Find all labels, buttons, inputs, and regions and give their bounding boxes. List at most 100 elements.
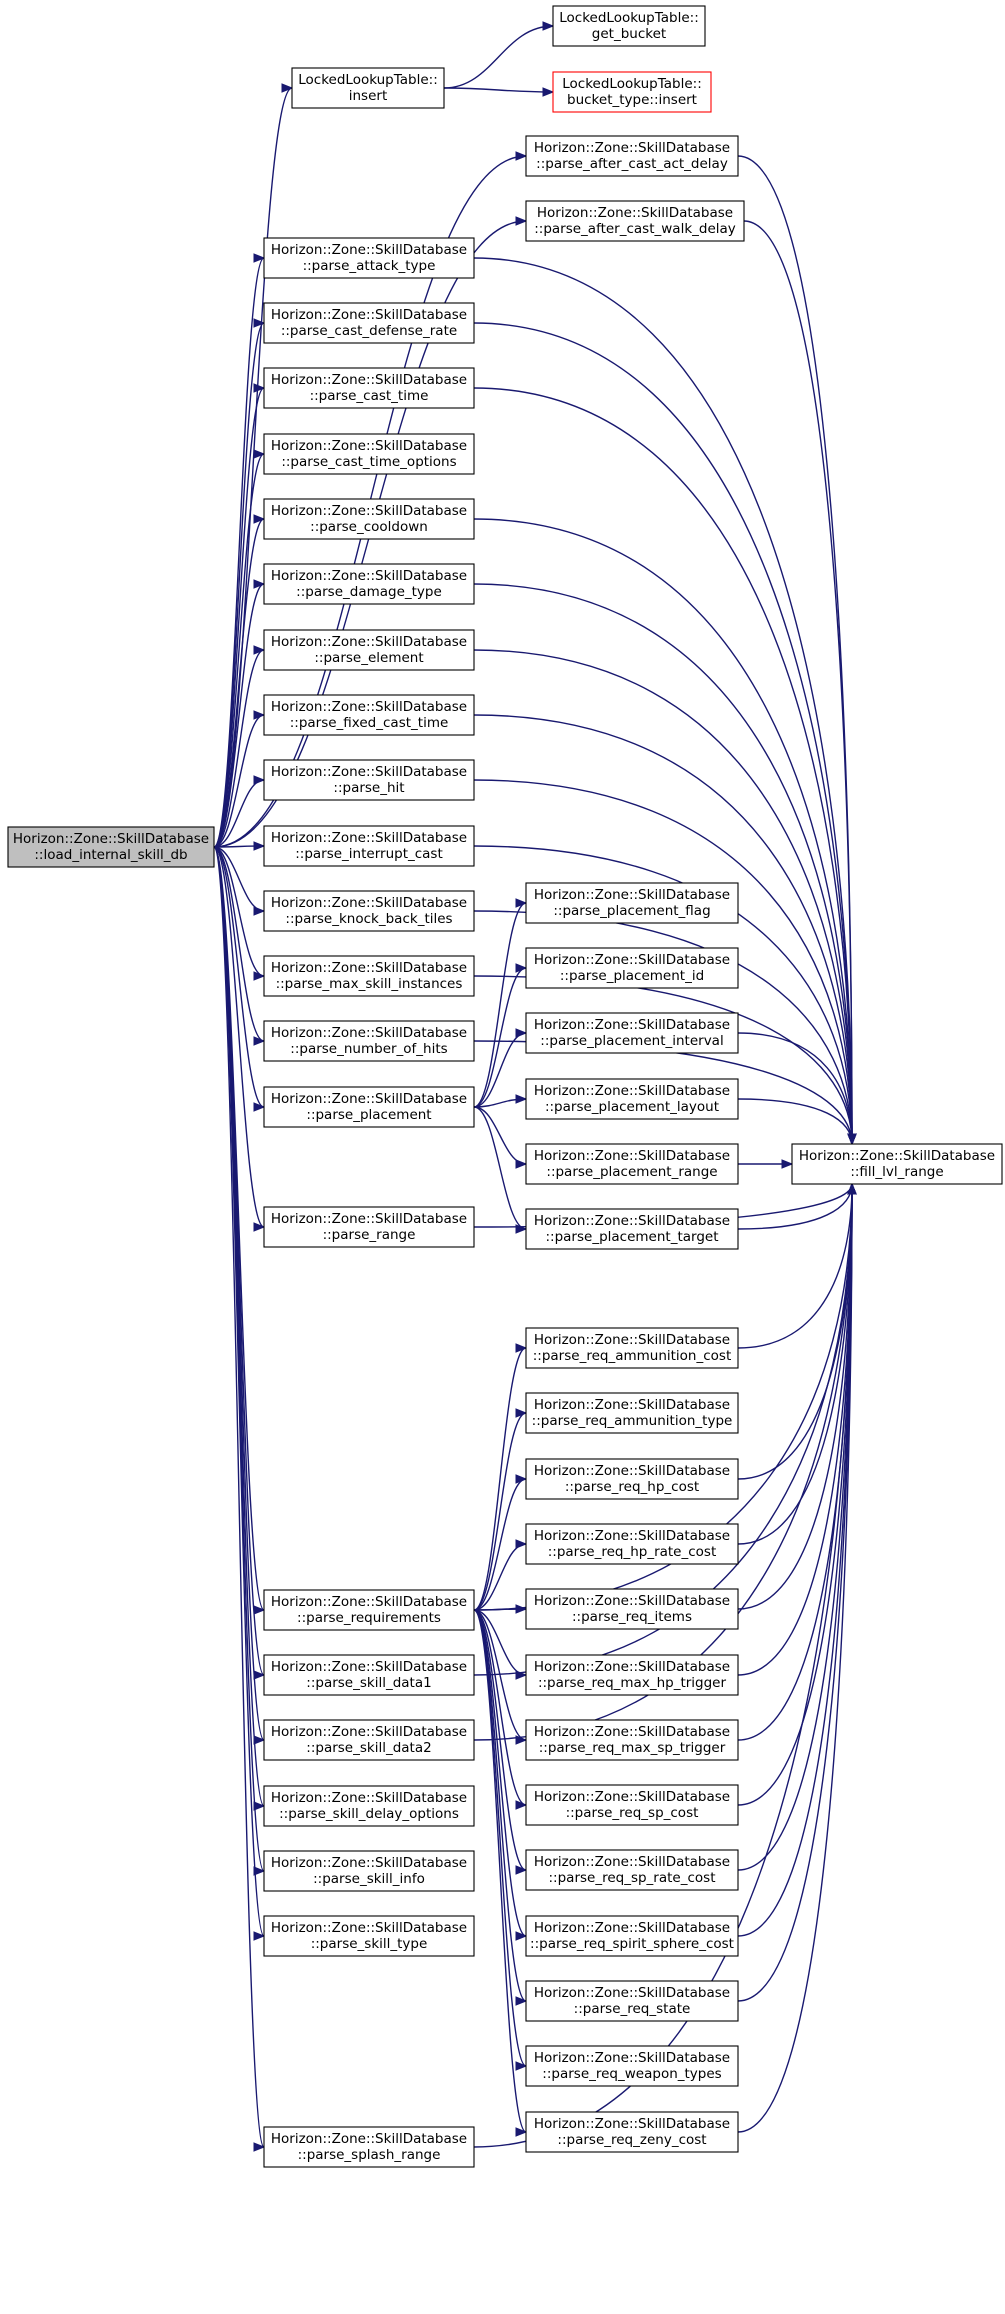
edge-root-to-cooldown (213, 514, 266, 848)
node-label-scope: Horizon::Zone::SkillDatabase (271, 2131, 467, 2147)
node-label-function: ::parse_req_max_sp_trigger (539, 1740, 726, 1756)
node-box (525, 1208, 739, 1250)
edge-llt_insert-to-llt_bucket_insert (443, 87, 555, 97)
node-attack-type[interactable]: Horizon::Zone::SkillDatabase::parse_atta… (263, 237, 475, 279)
node-label-scope: Horizon::Zone::SkillDatabase (534, 1593, 730, 1609)
edge-requirements-to-req_spirit_sphere_cost (473, 1609, 528, 1941)
node-root[interactable]: Horizon::Zone::SkillDatabase::load_inter… (7, 826, 215, 868)
node-placement[interactable]: Horizon::Zone::SkillDatabase::parse_plac… (263, 1086, 475, 1128)
node-interrupt-cast[interactable]: Horizon::Zone::SkillDatabase::parse_inte… (263, 825, 475, 867)
node-label-function: ::load_internal_skill_db (34, 847, 187, 863)
node-req-state[interactable]: Horizon::Zone::SkillDatabase::parse_req_… (525, 1980, 739, 2022)
node-llt-insert[interactable]: LockedLookupTable::insert (291, 67, 445, 109)
node-splash-range[interactable]: Horizon::Zone::SkillDatabase::parse_spla… (263, 2126, 475, 2168)
node-placement-id[interactable]: Horizon::Zone::SkillDatabase::parse_plac… (525, 947, 739, 989)
node-req-hp-cost[interactable]: Horizon::Zone::SkillDatabase::parse_req_… (525, 1458, 739, 1500)
node-req-hp-rate-cost[interactable]: Horizon::Zone::SkillDatabase::parse_req_… (525, 1523, 739, 1565)
node-after-cast-walk-delay[interactable]: Horizon::Zone::SkillDatabase::parse_afte… (525, 200, 745, 242)
node-llt-bucket-insert[interactable]: LockedLookupTable::bucket_type::insert (552, 71, 712, 113)
node-number-of-hits[interactable]: Horizon::Zone::SkillDatabase::parse_numb… (263, 1020, 475, 1062)
node-req-sp-cost[interactable]: Horizon::Zone::SkillDatabase::parse_req_… (525, 1784, 739, 1826)
edge-req_items-to-fill_lvl_range (737, 1182, 857, 1610)
node-label-function: ::parse_req_items (572, 1609, 692, 1625)
node-label-scope: Horizon::Zone::SkillDatabase (271, 1855, 467, 1871)
node-req-max-hp-trigger[interactable]: Horizon::Zone::SkillDatabase::parse_req_… (525, 1654, 739, 1696)
node-label-function: ::parse_cast_defense_rate (281, 323, 457, 339)
node-cast-time[interactable]: Horizon::Zone::SkillDatabase::parse_cast… (263, 367, 475, 409)
node-req-sp-rate-cost[interactable]: Horizon::Zone::SkillDatabase::parse_req_… (525, 1849, 739, 1891)
node-cooldown[interactable]: Horizon::Zone::SkillDatabase::parse_cool… (263, 498, 475, 540)
edge-placement_target-to-fill_lvl_range (737, 1182, 857, 1230)
node-skill-data1[interactable]: Horizon::Zone::SkillDatabase::parse_skil… (263, 1654, 475, 1696)
node-skill-data2[interactable]: Horizon::Zone::SkillDatabase::parse_skil… (263, 1719, 475, 1761)
edge-root-to-placement (213, 846, 266, 1112)
node-label-function: ::parse_knock_back_tiles (285, 911, 452, 927)
node-req-max-sp-trigger[interactable]: Horizon::Zone::SkillDatabase::parse_req_… (525, 1719, 739, 1761)
node-label-function: ::parse_placement_flag (553, 903, 710, 919)
node-box (263, 1589, 475, 1631)
node-label-scope: Horizon::Zone::SkillDatabase (534, 952, 730, 968)
node-req-weapon-types[interactable]: Horizon::Zone::SkillDatabase::parse_req_… (525, 2045, 739, 2087)
node-placement-range[interactable]: Horizon::Zone::SkillDatabase::parse_plac… (525, 1143, 739, 1185)
edge-requirements-to-req_zeny_cost (473, 1609, 528, 2137)
node-box (263, 1206, 475, 1248)
node-after-cast-act-delay[interactable]: Horizon::Zone::SkillDatabase::parse_afte… (525, 135, 739, 177)
node-fixed-cast-time[interactable]: Horizon::Zone::SkillDatabase::parse_fixe… (263, 694, 475, 736)
node-label-scope: Horizon::Zone::SkillDatabase (271, 699, 467, 715)
edge-requirements-to-req_ammunition_type (473, 1408, 528, 1611)
node-label-scope: Horizon::Zone::SkillDatabase (534, 1528, 730, 1544)
node-label-function: ::parse_req_ammunition_cost (533, 1348, 732, 1364)
node-label-function: ::parse_number_of_hits (290, 1041, 447, 1057)
node-max-skill-instances[interactable]: Horizon::Zone::SkillDatabase::parse_max_… (263, 955, 475, 997)
node-box (525, 1143, 739, 1185)
node-box (263, 955, 475, 997)
node-req-spirit-sphere-cost[interactable]: Horizon::Zone::SkillDatabase::parse_req_… (525, 1915, 739, 1957)
node-req-ammunition-cost[interactable]: Horizon::Zone::SkillDatabase::parse_req_… (525, 1327, 739, 1369)
node-placement-interval[interactable]: Horizon::Zone::SkillDatabase::parse_plac… (525, 1012, 739, 1054)
node-req-zeny-cost[interactable]: Horizon::Zone::SkillDatabase::parse_req_… (525, 2111, 739, 2153)
node-placement-layout[interactable]: Horizon::Zone::SkillDatabase::parse_plac… (525, 1078, 739, 1120)
node-req-ammunition-type[interactable]: Horizon::Zone::SkillDatabase::parse_req_… (525, 1392, 739, 1434)
node-knock-back-tiles[interactable]: Horizon::Zone::SkillDatabase::parse_knoc… (263, 890, 475, 932)
edge-requirements-to-req_hp_cost (473, 1474, 528, 1611)
edge-requirements-to-req_ammunition_cost (473, 1343, 528, 1611)
edge-requirements-to-req_sp_cost (473, 1609, 528, 1810)
node-label-scope: Horizon::Zone::SkillDatabase (534, 2116, 730, 2132)
node-range[interactable]: Horizon::Zone::SkillDatabase::parse_rang… (263, 1206, 475, 1248)
node-fill-lvl-range[interactable]: Horizon::Zone::SkillDatabase::fill_lvl_r… (791, 1143, 1003, 1185)
edge-root-to-number_of_hits (213, 846, 266, 1046)
node-placement-flag[interactable]: Horizon::Zone::SkillDatabase::parse_plac… (525, 882, 739, 924)
graph-nodes: Horizon::Zone::SkillDatabase::load_inter… (7, 5, 1003, 2168)
node-label-scope: Horizon::Zone::SkillDatabase (534, 1213, 730, 1229)
edge-root-to-interrupt_cast (213, 841, 266, 851)
node-label-scope: Horizon::Zone::SkillDatabase (271, 895, 467, 911)
node-label-scope: Horizon::Zone::SkillDatabase (271, 960, 467, 976)
edge-requirements-to-req_sp_rate_cost (473, 1609, 528, 1875)
node-box (525, 2045, 739, 2087)
node-req-items[interactable]: Horizon::Zone::SkillDatabase::parse_req_… (525, 1588, 739, 1630)
node-box (263, 759, 475, 801)
node-hit[interactable]: Horizon::Zone::SkillDatabase::parse_hit (263, 759, 475, 801)
node-label-function: get_bucket (592, 26, 666, 42)
node-skill-delay-options[interactable]: Horizon::Zone::SkillDatabase::parse_skil… (263, 1785, 475, 1827)
node-cast-time-options[interactable]: Horizon::Zone::SkillDatabase::parse_cast… (263, 433, 475, 475)
node-requirements[interactable]: Horizon::Zone::SkillDatabase::parse_requ… (263, 1589, 475, 1631)
edge-llt_insert-to-llt_get_bucket (443, 21, 555, 89)
edge-root-to-element (213, 645, 266, 848)
node-cast-defense-rate[interactable]: Horizon::Zone::SkillDatabase::parse_cast… (263, 302, 475, 344)
edge-req_sp_rate_cost-to-fill_lvl_range (737, 1182, 857, 1871)
node-box (263, 2126, 475, 2168)
edge-placement-to-placement_interval (473, 1028, 528, 1108)
node-damage-type[interactable]: Horizon::Zone::SkillDatabase::parse_dama… (263, 563, 475, 605)
node-skill-type[interactable]: Horizon::Zone::SkillDatabase::parse_skil… (263, 1915, 475, 1957)
node-element[interactable]: Horizon::Zone::SkillDatabase::parse_elem… (263, 629, 475, 671)
node-llt-get-bucket[interactable]: LockedLookupTable::get_bucket (552, 5, 706, 47)
node-box (263, 825, 475, 867)
node-label-function: ::parse_fixed_cast_time (290, 715, 449, 731)
node-label-scope: LockedLookupTable:: (298, 72, 438, 88)
node-box (525, 1458, 739, 1500)
node-placement-target[interactable]: Horizon::Zone::SkillDatabase::parse_plac… (525, 1208, 739, 1250)
node-box (263, 890, 475, 932)
edge-root-to-hit (213, 775, 266, 848)
node-skill-info[interactable]: Horizon::Zone::SkillDatabase::parse_skil… (263, 1850, 475, 1892)
